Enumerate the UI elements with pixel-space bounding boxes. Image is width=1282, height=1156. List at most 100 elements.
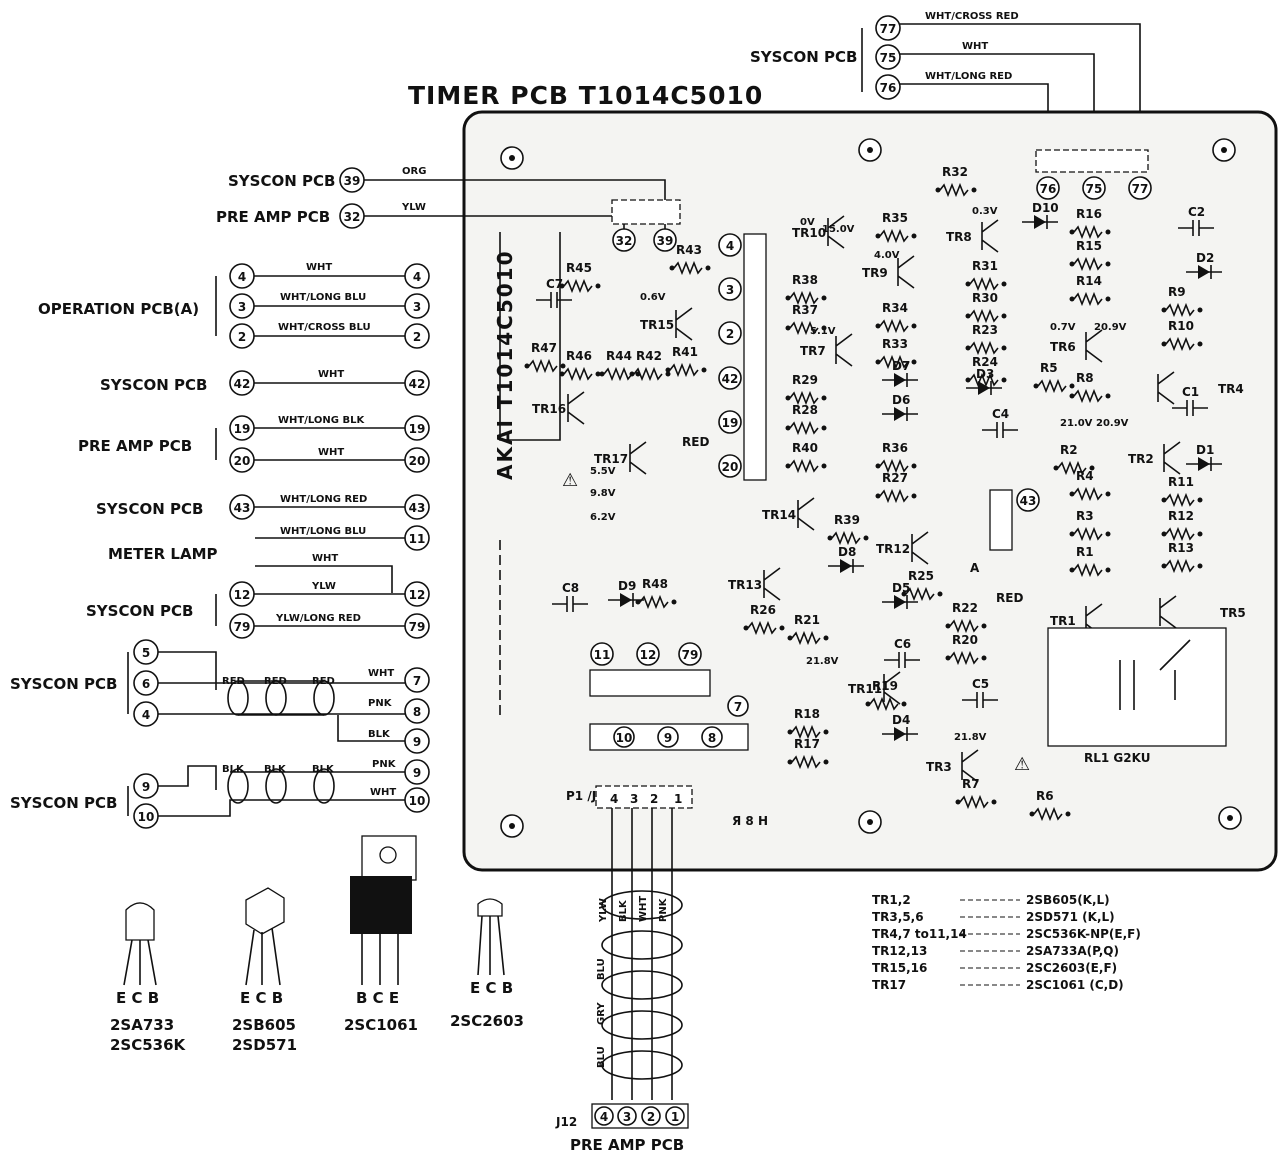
resistor-r17: R17	[787, 737, 829, 770]
resistor-label-r46: R46	[566, 349, 592, 363]
relay: RL1 G2KU	[1047, 627, 1227, 765]
transistor-tr11: TR11	[848, 671, 901, 705]
voltage-label: 6.2V	[590, 512, 616, 523]
timer-pcb-board	[462, 110, 1278, 872]
op-pin-2: 2 2 WHT/CROSS BLU	[229, 322, 430, 349]
cable-blk: BLK	[618, 899, 629, 922]
resistor-r29: R29	[785, 373, 827, 406]
left-connectors: SYSCON PCB 39 ORG PRE AMP PCB 32 YLW OPE…	[38, 166, 666, 639]
shield2-r-9-wire: PNK	[372, 759, 397, 770]
capacitor-label-c2: C2	[1188, 205, 1205, 219]
tr-table-ref: TR4,7 to11,14	[872, 927, 967, 941]
bpin-10: 10	[616, 731, 633, 745]
diode-label-d8: D8	[838, 545, 856, 559]
conn-operation-label: OPERATION PCB(A)	[38, 300, 199, 318]
top-syscon-label: SYSCON PCB	[750, 48, 857, 66]
transistor-label-tr3: TR3	[926, 760, 952, 774]
conn-19-wire: WHT/LONG BLK	[278, 415, 365, 426]
bpin-43: 43	[1020, 494, 1037, 508]
resistor-r28: R28	[785, 403, 827, 436]
voltage-label: 5.1V	[810, 326, 836, 337]
resistor-r31: R31	[965, 259, 1007, 292]
conn-79-num: 79	[234, 620, 251, 634]
resistor-r11: R11	[1161, 475, 1203, 508]
pinout3-type: 2SC1061	[344, 1016, 418, 1034]
voltage-label: 20.9V	[1094, 322, 1127, 333]
conn-42-num-r: 42	[409, 377, 426, 391]
conn-19-num: 19	[234, 422, 251, 436]
resistor-label-r37: R37	[792, 303, 818, 317]
resistor-label-r5: R5	[1040, 361, 1058, 375]
resistor-r21: R21	[787, 613, 829, 646]
resistor-label-r4: R4	[1076, 469, 1094, 483]
resistor-label-r20: R20	[952, 633, 978, 647]
voltage-label: 9.8V	[590, 488, 616, 499]
conn-43-label: SYSCON PCB	[96, 500, 203, 518]
tr-table-part: 2SB605(K,L)	[1026, 893, 1110, 907]
capacitor-c5: C5	[962, 677, 998, 708]
resistor-r38: R38	[785, 273, 827, 306]
pinout4-leads: E C B	[470, 979, 513, 997]
resistor-r25: R25	[901, 569, 943, 602]
diode-d3: D3	[966, 367, 1002, 395]
bpin-col-2: 2	[726, 327, 734, 341]
bpin-39: 39	[657, 234, 674, 248]
transistor-tr3: TR3	[926, 749, 979, 783]
resistor-label-r8: R8	[1076, 371, 1094, 385]
plug-pin-2: 2	[650, 792, 658, 806]
resistor-r37: R37	[785, 303, 827, 336]
resistor-label-r23: R23	[972, 323, 998, 337]
cable-wht: WHT	[638, 896, 649, 922]
bpin-col-20: 20	[722, 460, 739, 474]
op-pin-3-num-r: 3	[413, 300, 421, 314]
shield1-r-9: 9	[413, 735, 421, 749]
resistor-r1: R1	[1069, 545, 1111, 578]
resistor-label-r18: R18	[794, 707, 820, 721]
bpin-76: 76	[1040, 182, 1057, 196]
op-pin-4-wire: WHT	[306, 262, 332, 273]
top-pin-76-wire: WHT/LONG RED	[925, 71, 1012, 82]
meterlamp-wht-wire: WHT	[312, 553, 338, 564]
resistor-r6: R6	[1029, 789, 1071, 822]
op-pin-2-num-r: 2	[413, 330, 421, 344]
transistor-label-tr2: TR2	[1128, 452, 1154, 466]
resistor-r26: R26	[743, 603, 785, 636]
capacitor-label-c6: C6	[894, 637, 911, 651]
diode-d5: D5	[882, 581, 918, 609]
transistor-tr2: TR2	[1128, 441, 1181, 475]
bottom-cable: YLW BLK WHT PNK BLU GRY BLU J12 4 3 2 1 …	[555, 808, 689, 1154]
conn-20-num-r: 20	[409, 454, 426, 468]
resistor-label-r48: R48	[642, 577, 668, 591]
capacitor-label-c7: C7	[546, 277, 563, 291]
capacitor-label-c8: C8	[562, 581, 579, 595]
resistor-label-r12: R12	[1168, 509, 1194, 523]
voltage-label: 5.5V	[590, 466, 616, 477]
op-pin-3-wire: WHT/LONG BLU	[280, 292, 366, 303]
resistor-r30: R30	[965, 291, 1007, 324]
resistor-label-r35: R35	[882, 211, 908, 225]
conn-42-label: SYSCON PCB	[100, 376, 207, 394]
bpin-8: 8	[708, 731, 716, 745]
board-components: R35R32R31R30R23R24R16R15R14R9R10R8R5R4R3…	[524, 165, 1246, 822]
conn-42-num: 42	[234, 377, 251, 391]
pinout1-type-b: 2SC536K	[110, 1036, 187, 1054]
op-pin-3: 3 3 WHT/LONG BLU	[229, 292, 430, 319]
voltage-label: 15.0V	[822, 224, 855, 235]
conn-preamp-label: PRE AMP PCB	[78, 437, 192, 455]
resistor-r41: R41	[665, 345, 707, 378]
shield1-r-7-wire: WHT	[368, 668, 394, 679]
voltage-label: 21.0V	[1060, 418, 1093, 429]
transistor-pinouts: E C B 2SA733 2SC536K E C B 2SB605 2SD571…	[110, 835, 524, 1054]
shield1-wire-a: RED	[222, 676, 245, 687]
tr-table-ref: TR1,2	[872, 893, 911, 907]
transistor-label-tr16: TR16	[532, 402, 566, 416]
resistor-label-r43: R43	[676, 243, 702, 257]
op-pin-3-num: 3	[238, 300, 246, 314]
relay-label: RL1 G2KU	[1084, 751, 1150, 765]
transistor-label-tr15: TR15	[640, 318, 674, 332]
conn-39-wire: ORG	[402, 166, 426, 177]
resistor-r12: R12	[1161, 509, 1203, 542]
resistor-label-r13: R13	[1168, 541, 1194, 555]
transistor-tr17: TR17	[594, 441, 647, 475]
